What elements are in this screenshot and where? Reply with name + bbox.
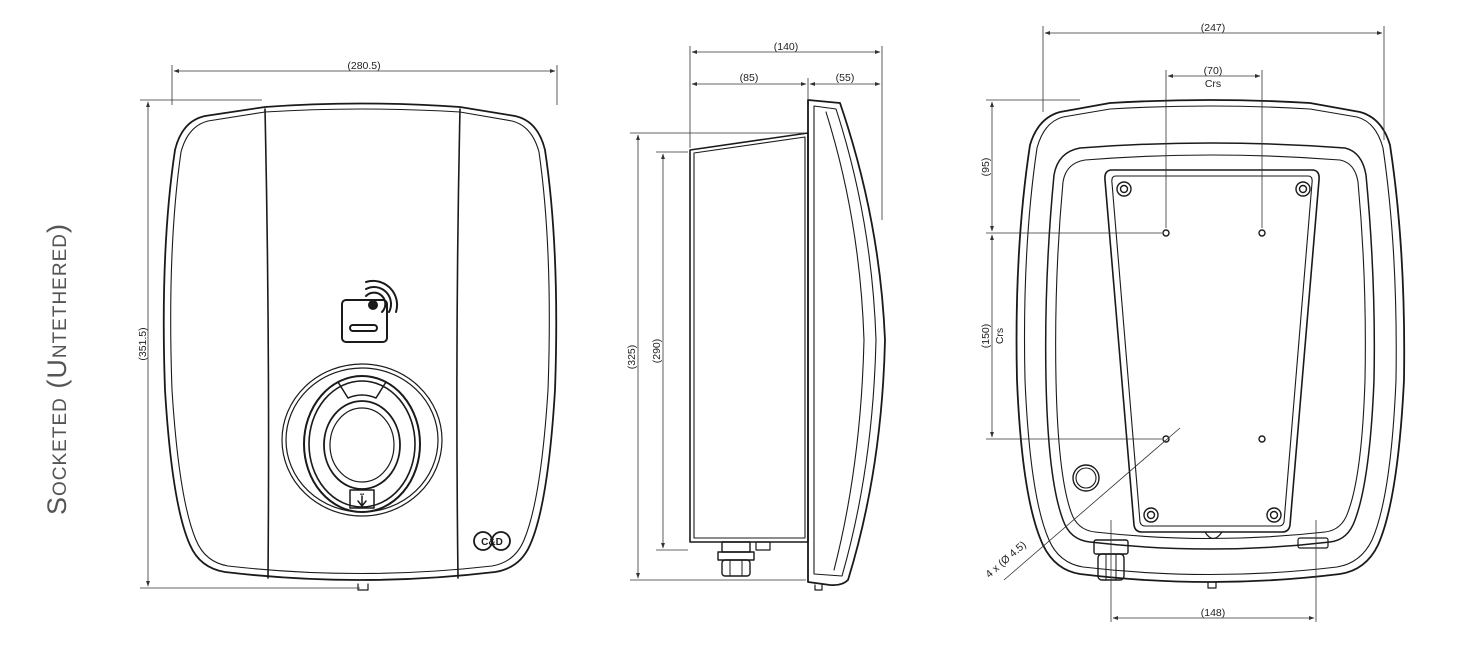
rear-hole-callout: 4 x (Ø 4.5): [983, 539, 1028, 581]
rear-outer-body: [1015, 99, 1406, 583]
rear-hole-spacing-v-label: (150): [980, 324, 992, 349]
mounting-hole-bottom-right: [1258, 435, 1266, 443]
rear-view: (247) (70) Crs (95) (150) Crs 4 x (Ø 4.5…: [980, 22, 1406, 622]
mounting-hole-top-left: [1162, 229, 1170, 237]
side-view: (140) (85) (55) (325) (290): [626, 41, 886, 591]
front-panel-line-right: [456, 108, 461, 579]
cable-knockout: [1072, 464, 1100, 492]
rear-inner-box: [1044, 142, 1376, 550]
rear-screw-bottom-right: [1266, 507, 1282, 523]
rfid-reader-icon: [341, 279, 399, 343]
front-foot: [357, 583, 369, 591]
side-depth-total-label: (140): [774, 41, 799, 53]
rear-screw-top-right: [1295, 181, 1311, 197]
rear-bottom-spacing-label: (148): [1201, 607, 1226, 619]
charging-socket: ▪▪: [281, 363, 443, 517]
side-height-inner-label: (290): [651, 339, 663, 364]
logo-text: C&D: [481, 537, 503, 548]
rear-bottom-tab: [1204, 531, 1223, 540]
brand-logo: C&D: [473, 531, 511, 551]
side-depth-back-label: (85): [740, 72, 759, 84]
side-cable-gland: [717, 541, 771, 577]
svg-text:▪▪: ▪▪: [360, 492, 364, 498]
rear-screw-bottom-left: [1143, 507, 1159, 523]
front-panel-line-left: [264, 108, 270, 579]
rear-bottom-clip: [1297, 537, 1329, 549]
rear-top-offset-label: (95): [980, 158, 992, 177]
front-height-label: (351.5): [137, 327, 149, 360]
side-depth-front-label: (55): [836, 72, 855, 84]
side-back-box: [689, 132, 809, 543]
rear-screw-top-left: [1116, 181, 1132, 197]
rear-hole-spacing-h-sub: Crs: [1205, 78, 1221, 90]
front-inner-body: [170, 108, 550, 575]
front-width-label: (280.5): [347, 60, 380, 72]
rear-mounting-plate: [1104, 169, 1320, 533]
side-foot: [814, 584, 823, 591]
side-front-cover: [807, 99, 886, 587]
rear-width-label: (247): [1201, 22, 1226, 34]
front-outer-body: [162, 102, 558, 581]
rear-hole-spacing-h-label: (70): [1204, 65, 1223, 77]
rear-hole-spacing-v-sub: Crs: [994, 328, 1006, 344]
side-height-outer-label: (325): [626, 345, 638, 370]
mounting-hole-top-right: [1258, 229, 1266, 237]
front-view: ▪▪ C&D (280.5) (351.5): [137, 60, 558, 591]
mounting-hole-bottom-left: [1162, 435, 1170, 443]
